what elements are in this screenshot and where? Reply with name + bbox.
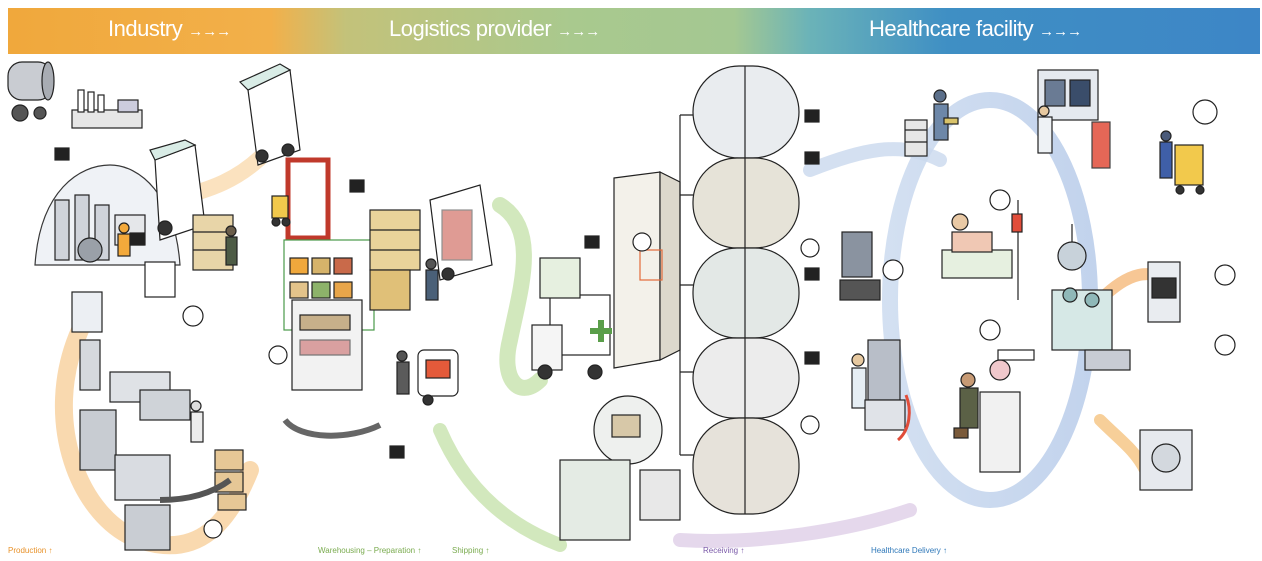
hospital-bed-icon	[941, 213, 1013, 279]
shipping-flow-band	[433, 423, 567, 552]
picking-cart-icon	[282, 299, 382, 439]
step-label-healthcare-delivery: Healthcare Delivery ↑	[871, 546, 948, 555]
tag-icon	[804, 151, 820, 165]
supply-chain-illustration	[7, 61, 1236, 555]
packing-machine-icon	[114, 454, 171, 551]
callout-circle	[1192, 99, 1218, 125]
callout-circle	[989, 189, 1011, 211]
ward-room-icon	[1037, 69, 1111, 169]
pharmacy-counter-icon	[979, 359, 1021, 473]
callout-circle	[979, 319, 1001, 341]
cardboard-boxes-icon	[214, 449, 247, 511]
tag-icon	[804, 351, 820, 365]
delivery-van-icon	[539, 257, 581, 299]
supply-cart-icon	[904, 119, 928, 157]
storage-shelves-icon	[283, 239, 375, 331]
logistics-flow-band	[492, 197, 548, 396]
worker-icon	[225, 225, 238, 266]
operating-room-icon	[1051, 287, 1131, 371]
pallet-stack-icon	[369, 209, 421, 311]
waste-container-icon	[1174, 144, 1205, 195]
callout-circle	[1214, 334, 1236, 356]
tag-icon	[389, 445, 405, 459]
distribution-lines	[679, 114, 695, 456]
worker-icon	[1159, 130, 1173, 179]
callout-circle	[1214, 264, 1236, 286]
callout-circle	[882, 259, 904, 281]
medication-trolley-icon	[864, 339, 911, 442]
lab-orange-band	[1094, 414, 1151, 476]
delivery-truck-icon	[531, 294, 612, 380]
forklift-icon	[271, 195, 291, 227]
callout-circle	[203, 519, 223, 539]
pharmacy-sign	[997, 349, 1035, 361]
lab-bench-icon	[71, 89, 143, 129]
nurse-icon	[851, 353, 867, 409]
stage-title-logistics: Logistics provider→→→	[389, 16, 600, 41]
storage-cabinet-icon	[839, 231, 881, 301]
step-label-shipping: Shipping ↑	[452, 546, 490, 555]
callout-circle	[268, 345, 288, 365]
doctor-icon	[953, 372, 979, 439]
process-banner	[8, 8, 1260, 54]
tag-icon	[584, 235, 600, 249]
stage-title-healthcare: Healthcare facility→→→	[869, 16, 1082, 41]
callout-circle	[800, 415, 820, 435]
tank-column-icon	[71, 291, 103, 391]
worker-icon	[117, 222, 131, 257]
industry-section	[7, 61, 247, 551]
barcode-label	[144, 261, 176, 298]
callout-circle	[800, 238, 820, 258]
reception-station-icon	[559, 459, 681, 541]
surgery-lamp-icon	[1057, 224, 1087, 271]
tag-icon	[129, 232, 145, 246]
worker-icon	[425, 258, 439, 301]
production-line-icon	[79, 371, 191, 471]
step-label-receiving: Receiving ↑	[703, 546, 745, 555]
nurse-icon	[933, 89, 959, 141]
step-label-warehousing: Warehousing – Preparation ↑	[318, 546, 422, 555]
step-label-production: Production ↑	[8, 546, 53, 555]
hospital-building-icon	[613, 171, 681, 369]
tag-icon	[54, 147, 70, 161]
laboratory-icon	[1139, 429, 1193, 491]
delivery-truck-icon	[429, 184, 493, 281]
worker-icon	[190, 400, 204, 443]
callout-circle	[182, 305, 204, 327]
nurse-icon	[1037, 105, 1053, 154]
tag-icon	[804, 267, 820, 281]
callout-circle	[632, 232, 652, 252]
worker-icon	[396, 350, 410, 395]
tag-icon	[349, 179, 365, 193]
electric-cart-icon	[417, 349, 459, 406]
healthcare-section	[839, 69, 1236, 491]
logistics-section	[238, 63, 493, 459]
inspection-bubble	[593, 395, 663, 465]
stage-title-industry: Industry→→→	[108, 16, 231, 41]
storage-panels	[692, 65, 800, 515]
sterilizer-icon	[1147, 261, 1181, 323]
receiving-section	[531, 65, 820, 541]
tanker-icon	[7, 61, 55, 122]
iv-stand-icon	[1011, 200, 1023, 300]
receiving-flow-band	[673, 503, 917, 548]
loading-dock-frame	[285, 157, 331, 241]
tag-icon	[804, 109, 820, 123]
truck-trailer-icon	[238, 63, 301, 166]
conveyor-belt	[159, 477, 232, 503]
